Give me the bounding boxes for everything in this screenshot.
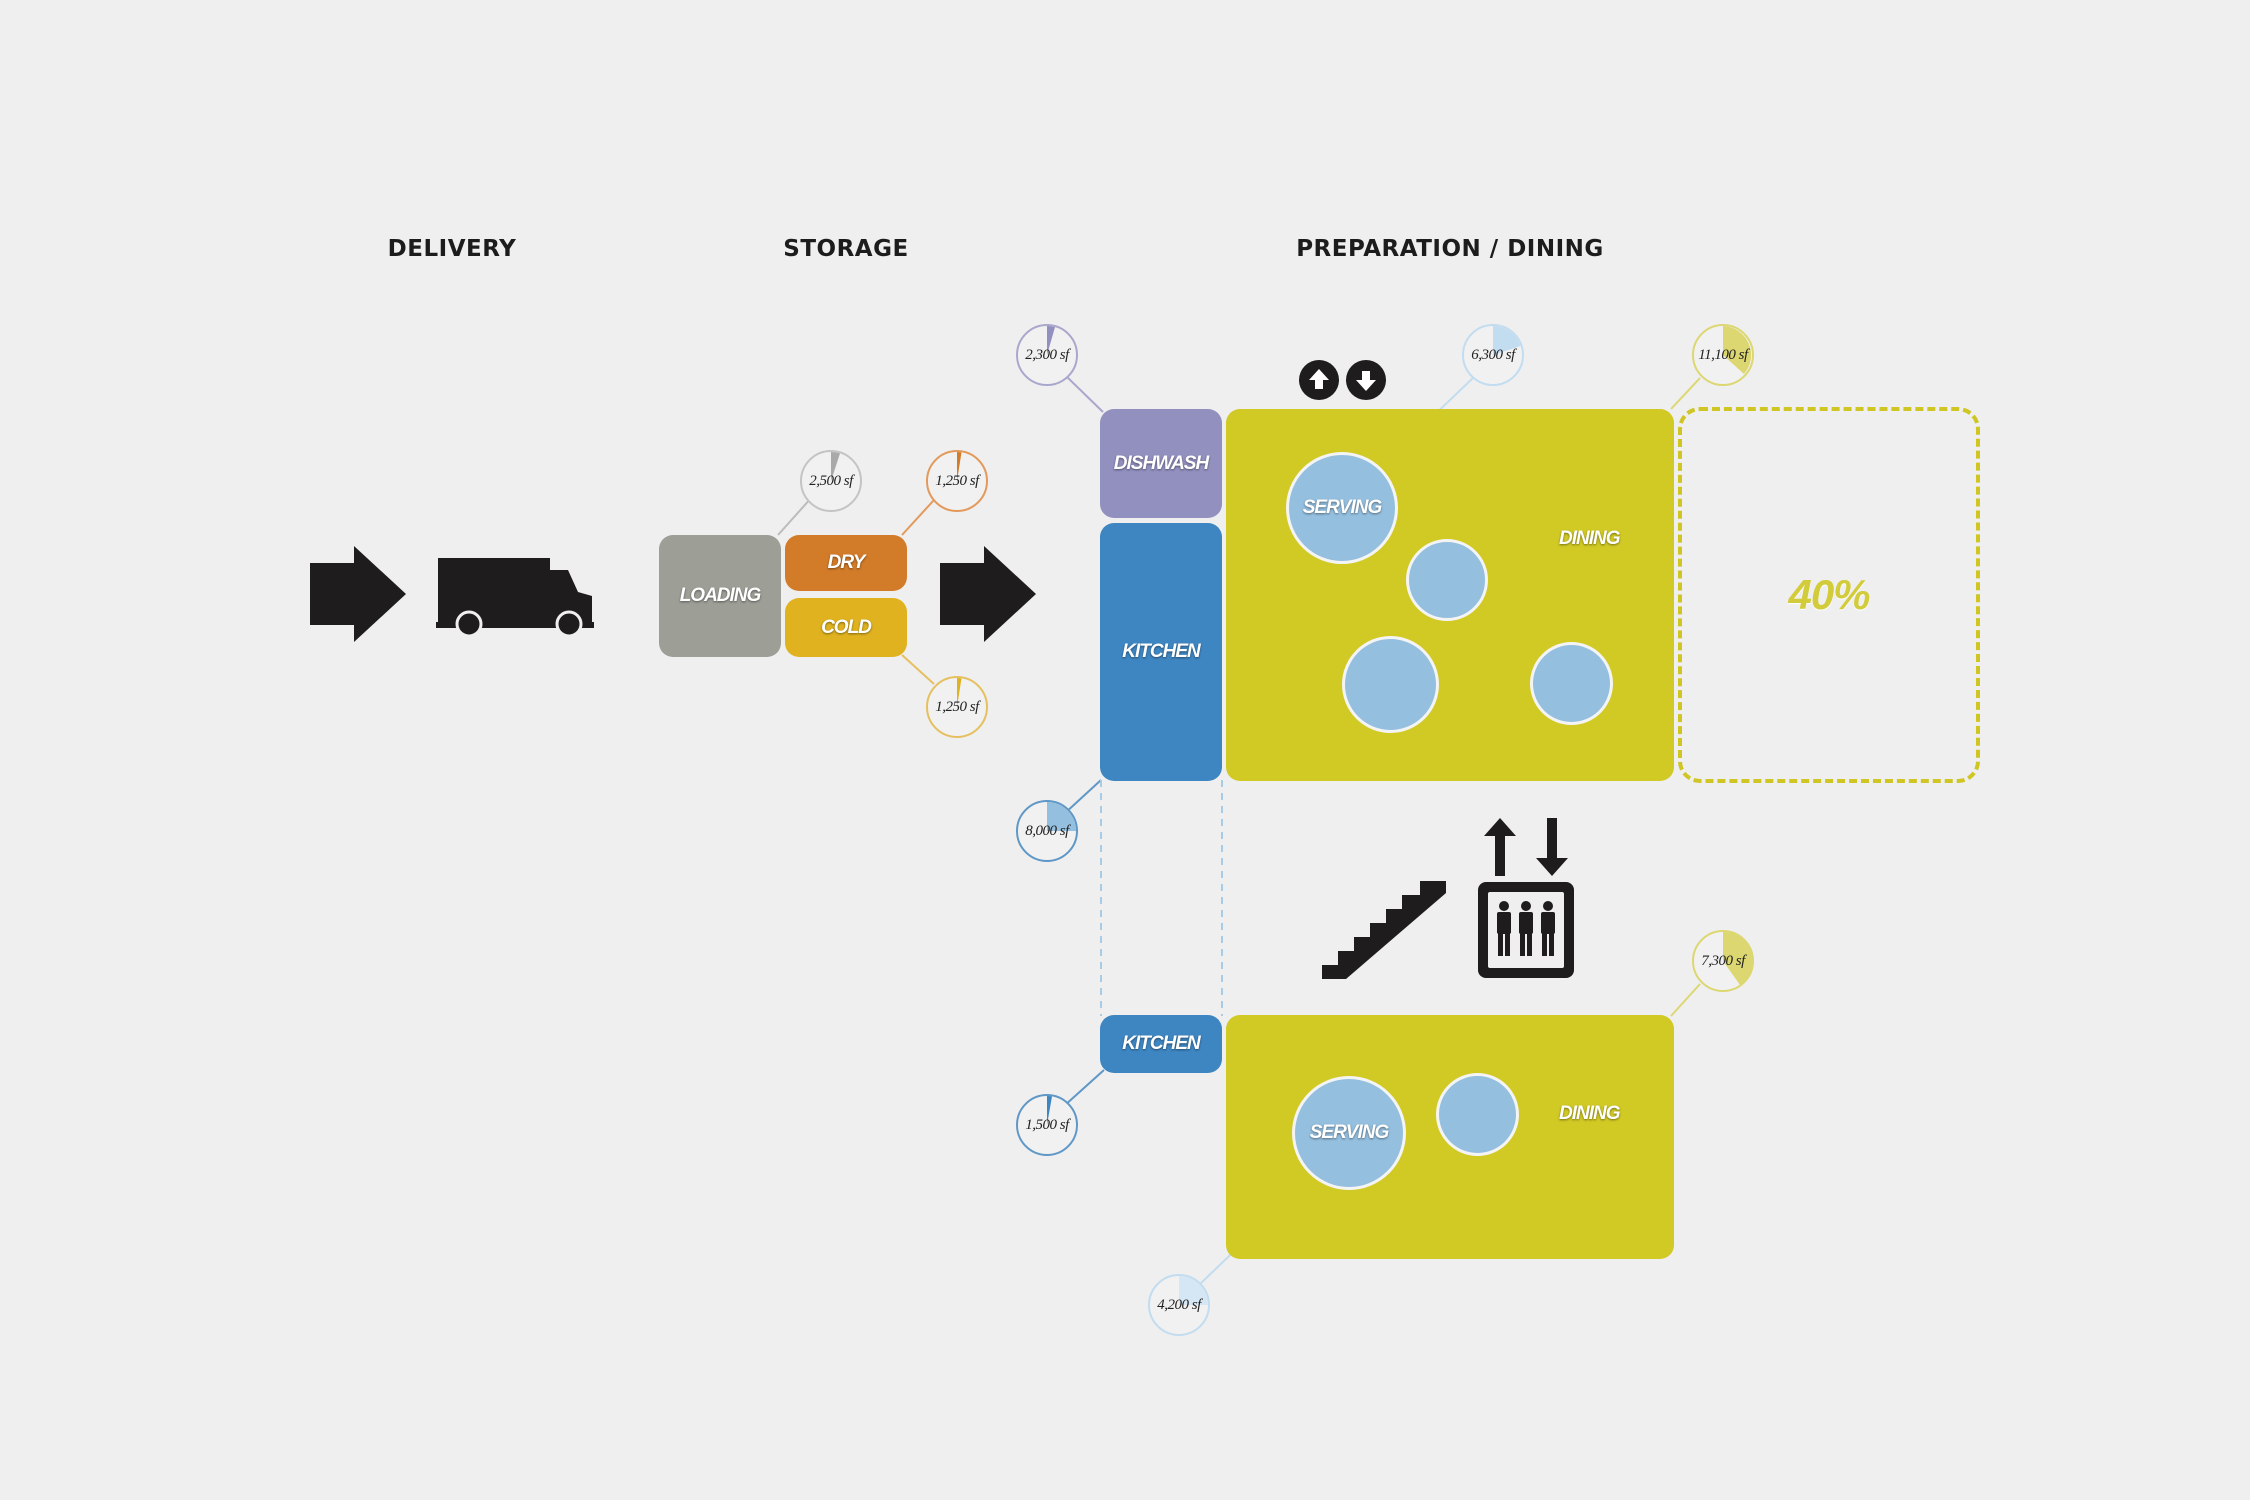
serving-lower-area-badge: 4,200 sf [1148,1274,1210,1336]
down-arrow-icon [1346,360,1386,400]
dining-table [1530,642,1613,725]
kitchen-upper-label: KITCHEN [1122,641,1200,662]
dishwash-label: DISHWASH [1113,452,1209,474]
kitchen-lower-label: KITCHEN [1122,1033,1200,1054]
kitchen-lower-space: KITCHEN [1100,1015,1222,1073]
dining-table [1342,636,1439,733]
serving-upper-area-badge: 6,300 sf [1462,324,1524,386]
dry-area-badge: 1,250 sf [926,450,988,512]
serving-lower-station: SERVING [1292,1076,1406,1190]
arrow-right-icon [310,546,406,642]
preparation-dining-heading: PREPARATION / DINING [1296,236,1604,262]
elevator-icon [1478,818,1574,978]
dining-lower-label: DINING [1559,1103,1620,1124]
dry-label: DRY [827,552,866,573]
dining-upper-label: DINING [1559,528,1620,549]
serving-upper-label: SERVING [1302,497,1383,518]
serving-lower-label: SERVING [1309,1122,1390,1143]
dining-upper-area-badge: 11,100 sf [1692,324,1754,386]
cold-storage-space: COLD [785,598,907,657]
kitchen-upper-space: KITCHEN [1100,523,1222,781]
arrow-right-icon [940,546,1036,642]
loading-area-badge: 2,500 sf [800,450,862,512]
kitchen-lower-area-badge: 1,500 sf [1016,1094,1078,1156]
cold-label: COLD [821,616,872,638]
storage-heading: STORAGE [783,236,909,262]
stairs-icon [1322,881,1446,979]
expansion-area: 40% [1678,407,1980,783]
dining-lower-area-badge: 7,300 sf [1692,930,1754,992]
cold-area-badge: 1,250 sf [926,676,988,738]
dining-table [1406,539,1488,621]
dining-table [1436,1073,1519,1156]
delivery-truck-icon [436,558,594,638]
serving-upper-station: SERVING [1286,452,1398,564]
dishwash-area-badge: 2,300 sf [1016,324,1078,386]
dry-storage-space: DRY [785,535,907,591]
loading-space: LOADING [659,535,781,657]
loading-label: LOADING [679,585,762,606]
dishwash-space: DISHWASH [1100,409,1222,518]
delivery-heading: DELIVERY [387,236,517,262]
kitchen-upper-area-badge: 8,000 sf [1016,800,1078,862]
up-arrow-icon [1299,360,1339,400]
expansion-percent: 40% [1788,571,1870,618]
